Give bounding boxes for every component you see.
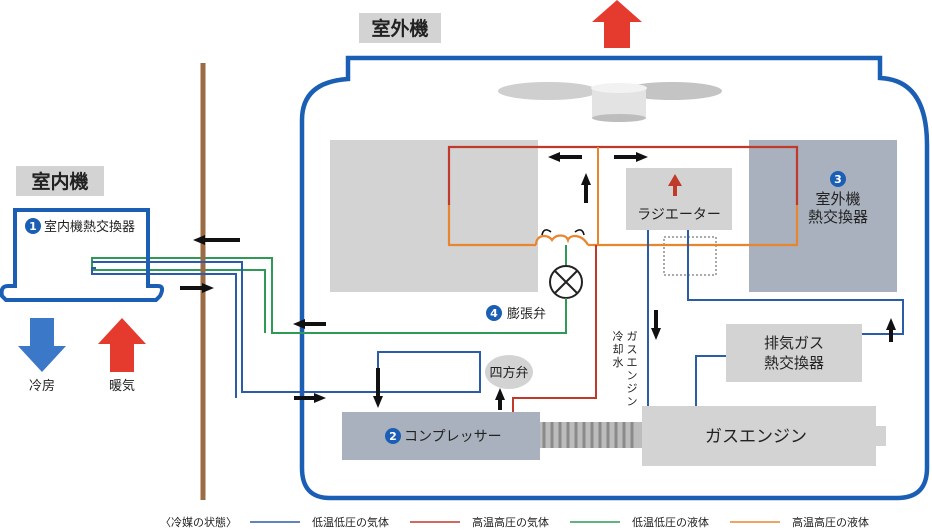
four-way-valve-label: 四方弁 bbox=[489, 365, 528, 381]
heating-up-arrow bbox=[98, 318, 146, 372]
svg-text:水: 水 bbox=[613, 356, 624, 369]
outdoor-hx-label-line2: 熱交換器 bbox=[808, 208, 868, 226]
expansion-valve-label: 膨張弁 bbox=[507, 307, 546, 322]
gas-engine-label: ガスエンジン bbox=[705, 427, 807, 447]
svg-text:却: 却 bbox=[613, 343, 624, 356]
cold-liquid-line bbox=[91, 257, 567, 334]
legend-label-hot-liquid: 高温高圧の液体 bbox=[792, 515, 869, 529]
outdoor-hx-label-line1: 室外機 bbox=[815, 190, 860, 208]
heating-label: 暖気 bbox=[109, 378, 135, 394]
compressor-num-badge bbox=[385, 428, 401, 444]
outdoor-hx-left-block bbox=[330, 140, 538, 292]
svg-text:1: 1 bbox=[29, 220, 37, 233]
expansion-valve-num-badge bbox=[486, 305, 502, 321]
flow-arrow-up-exhaust bbox=[886, 318, 896, 342]
radiator-box bbox=[626, 168, 732, 230]
outdoor-unit-title: 室外機 bbox=[371, 17, 428, 40]
legend-label-cold-liquid: 低温低圧の液体 bbox=[632, 515, 709, 529]
hot-gas-loop-top bbox=[447, 145, 799, 205]
indoor-unit-title: 室内機 bbox=[31, 170, 88, 193]
cold-gas-line-out bbox=[91, 267, 237, 398]
compressor-box bbox=[342, 412, 540, 460]
flow-arrow-curve-left bbox=[541, 229, 552, 236]
flow-arrow-curve-right bbox=[574, 229, 585, 236]
legend-title: 〈冷媒の状態〉 bbox=[160, 515, 237, 529]
svg-text:ジ: ジ bbox=[627, 382, 638, 395]
outdoor-unit-housing bbox=[299, 55, 930, 501]
svg-text:ン: ン bbox=[627, 395, 638, 408]
svg-text:4: 4 bbox=[490, 307, 498, 320]
hot-liquid-coil bbox=[534, 234, 589, 246]
indoor-hx-num-badge bbox=[25, 218, 41, 234]
hot-liquid-loop-bottom bbox=[447, 205, 799, 247]
coolant-line-exhaust bbox=[695, 355, 726, 406]
outdoor-unit-title-box bbox=[359, 13, 441, 43]
flow-arrow-down-compressor bbox=[373, 368, 383, 408]
legend: 〈冷媒の状態〉 低温低圧の気体 高温高圧の気体 低温低圧の液体 高温高圧の液体 bbox=[160, 515, 869, 529]
flow-arrow-left-green bbox=[293, 319, 326, 329]
indoor-hx-label: 室内機熱交換器 bbox=[44, 219, 135, 235]
radiator-label: ラジエーター bbox=[637, 207, 721, 223]
svg-text:3: 3 bbox=[834, 173, 842, 186]
exhaust-up-arrow bbox=[592, 0, 642, 48]
hot-gas-line-compressor bbox=[512, 245, 597, 412]
flow-arrow-right-top bbox=[614, 152, 648, 162]
compressor-label: コンプレッサー bbox=[404, 429, 502, 445]
coolant-label: 冷 却 水 bbox=[613, 330, 624, 369]
svg-text:冷: 冷 bbox=[613, 330, 624, 343]
outdoor-hx-right-block bbox=[749, 140, 897, 292]
flow-arrow-right-bottom bbox=[294, 393, 326, 403]
exhaust-hx-label-line1: 排気ガス bbox=[764, 334, 824, 352]
indoor-unit-housing bbox=[0, 208, 165, 302]
flow-arrow-left-top bbox=[548, 152, 582, 162]
legend-label-cold-gas: 低温低圧の気体 bbox=[312, 515, 389, 529]
radiator-up-arrow-icon bbox=[668, 174, 682, 196]
svg-text:ガ: ガ bbox=[627, 330, 638, 343]
indoor-unit-title-box bbox=[16, 166, 104, 196]
radiator-coolant-link-box bbox=[663, 236, 717, 276]
svg-text:エ: エ bbox=[627, 356, 638, 369]
flow-arrow-right-wall bbox=[180, 283, 214, 293]
cooling-down-arrow bbox=[18, 318, 66, 372]
gas-engine-box bbox=[642, 406, 876, 466]
gas-engine-coolant-label: ガ ス エ ン ジ ン bbox=[627, 330, 638, 408]
engine-drive-shaft bbox=[540, 422, 642, 448]
legend-label-hot-gas: 高温高圧の気体 bbox=[472, 515, 549, 529]
cooling-label: 冷房 bbox=[29, 378, 55, 394]
exhaust-hx-label-line2: 熱交換器 bbox=[764, 354, 824, 372]
cold-gas-line-indoor bbox=[92, 261, 481, 393]
outdoor-hx-num-badge bbox=[830, 171, 846, 187]
exhaust-hx-box bbox=[726, 324, 862, 382]
flow-arrow-up-center bbox=[581, 173, 591, 203]
flow-arrow-up-valve bbox=[495, 388, 505, 410]
four-way-valve-icon bbox=[485, 355, 533, 389]
fan-icon bbox=[498, 82, 722, 122]
flow-arrow-left-wall bbox=[193, 235, 240, 245]
svg-text:ス: ス bbox=[627, 343, 638, 356]
flow-arrow-down-coolant bbox=[651, 310, 661, 340]
svg-text:ン: ン bbox=[627, 369, 638, 382]
svg-text:2: 2 bbox=[389, 430, 397, 443]
